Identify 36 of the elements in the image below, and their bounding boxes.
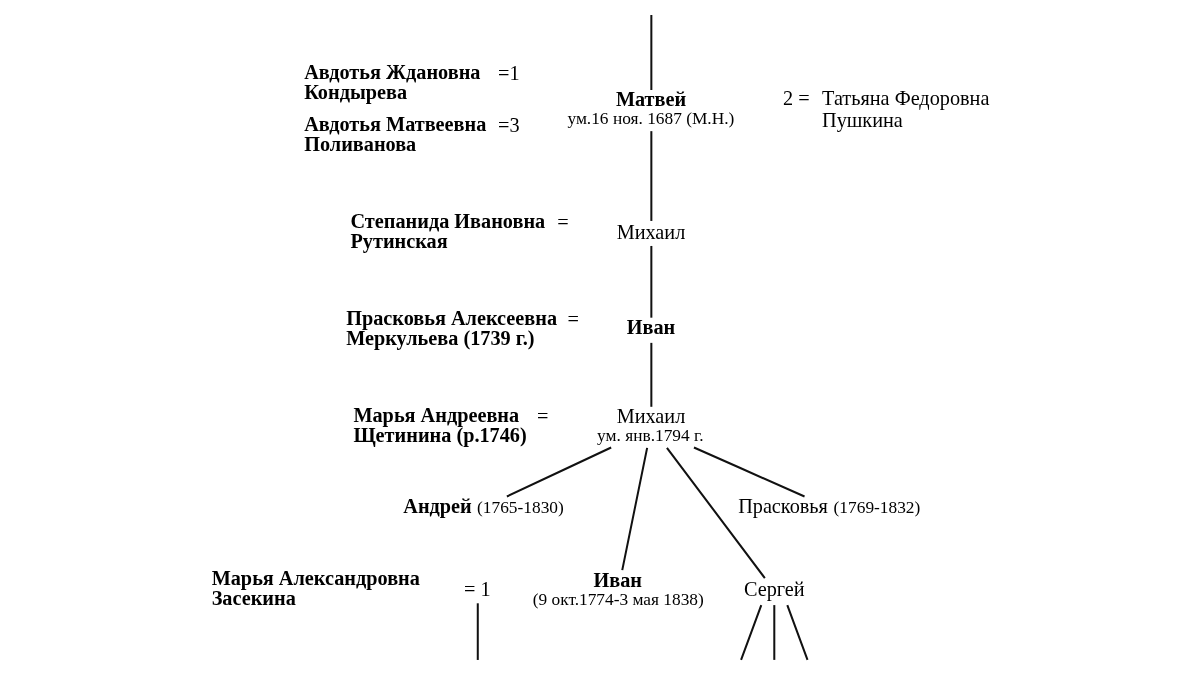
label: =1	[498, 62, 520, 85]
connector	[773, 605, 776, 660]
connector	[650, 131, 653, 221]
node-label: (1765-1830)	[477, 497, 564, 517]
connector	[650, 15, 653, 90]
label: =	[567, 308, 579, 331]
label: Степанида Ивановна Рутинская	[350, 209, 546, 253]
node-text: Иван (9 окт.1774-3 мая 1838)	[532, 568, 704, 609]
connector	[740, 604, 763, 661]
connector	[621, 447, 649, 571]
connector	[786, 604, 809, 661]
label: =3	[498, 114, 520, 137]
connector	[650, 245, 653, 318]
label: 2 =	[782, 86, 810, 109]
node-text: Прасковья	[738, 494, 828, 517]
label: Авдотья Матвеевна Поливанова	[304, 112, 487, 156]
connector	[650, 342, 653, 407]
node-text: Матвей ум.16 ноя. 1687 (М.Н.)	[567, 88, 735, 129]
node-text: = 1	[464, 577, 491, 600]
node-text: Иван	[626, 316, 676, 339]
node-text: Михаил ум. янв.1794 г.	[597, 405, 704, 446]
node-text: Андрей	[403, 494, 472, 517]
connector	[693, 446, 805, 498]
connector	[506, 446, 612, 498]
label: =	[557, 211, 569, 234]
node-text: Сергей	[743, 577, 805, 600]
label: Марья Александровна Засекина	[211, 567, 420, 610]
label: Прасковья Алексеевна Меркульева (1739 г.)	[346, 306, 558, 350]
node-label: (1769-1832)	[833, 497, 921, 517]
connector	[666, 447, 766, 579]
label: Авдотья Ждановна Кондырева	[304, 60, 481, 104]
label: =	[537, 405, 549, 428]
label: Марья Андреевна Щетинина (р.1746)	[353, 403, 527, 446]
connector	[476, 603, 479, 660]
label: Татьяна Федоровна Пушкина	[822, 86, 990, 131]
node-text: Михаил	[616, 220, 686, 243]
